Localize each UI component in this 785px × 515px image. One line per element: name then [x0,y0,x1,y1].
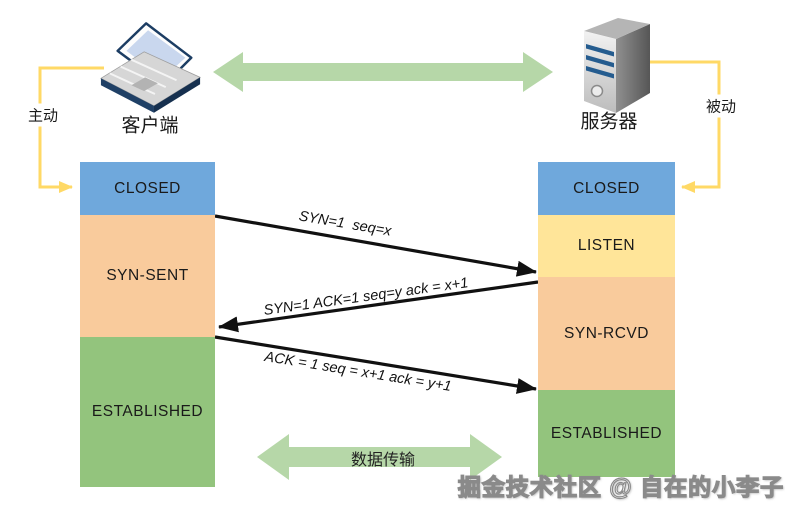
client-label: 客户端 [121,115,179,137]
passive-role-label: 被动 [703,94,739,118]
data-transfer-double-arrow [257,434,502,480]
state-label: SYN-RCVD [564,324,649,342]
passive-bracket-arrow [638,60,721,193]
server-state-listen: LISTEN [538,215,675,277]
active-bracket-arrow [38,66,104,193]
data-transfer-label: 数据传输 [350,452,416,469]
state-label: SYN-SENT [106,267,189,284]
server-label: 服务器 [580,111,638,133]
state-label: CLOSED [573,179,640,197]
state-label: CLOSED [114,179,181,197]
state-label: ESTABLISHED [550,424,663,442]
state-label: LISTEN [577,237,636,254]
server-state-syn-rcvd: SYN-RCVD [538,277,675,390]
syn-ack-arrow [218,280,539,333]
syn-arrow [214,214,537,277]
active-role-label: 主动 [25,103,61,127]
server-state-closed: CLOSED [538,162,675,215]
client-state-syn-sent: SYN-SENT [80,215,215,337]
watermark: 掘金技术社区 @ 自在的小李子 [457,473,785,500]
state-label: ESTABLISHED [91,403,204,420]
ack-arrow [214,335,537,394]
client-server-double-arrow [213,52,553,92]
client-state-closed: CLOSED [80,162,215,215]
server-icon [584,18,650,113]
laptop-icon [100,22,201,113]
client-state-established: ESTABLISHED [80,337,215,487]
server-state-established: ESTABLISHED [538,390,675,477]
